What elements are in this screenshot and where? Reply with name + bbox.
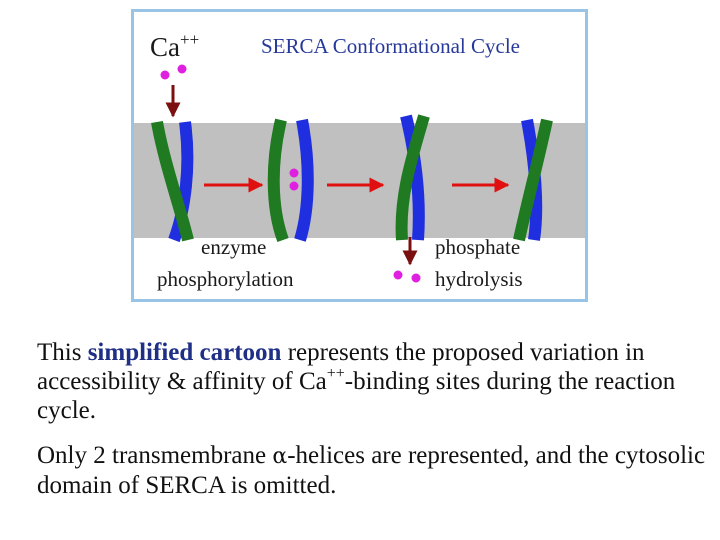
helix-green bbox=[395, 114, 430, 241]
ion-dot bbox=[160, 70, 170, 80]
ion-dot bbox=[289, 181, 299, 191]
caption-paragraph-1: This simplified cartoon represents the p… bbox=[37, 338, 707, 425]
caption-text: -binding sites during the reaction cycle… bbox=[37, 368, 676, 424]
helix-green bbox=[513, 118, 553, 242]
helix-green bbox=[151, 120, 194, 242]
caption-text: Only 2 transmembrane bbox=[37, 442, 273, 469]
label-enzyme: enzyme bbox=[201, 235, 267, 259]
caption-text: -helices are represented, and the cytoso… bbox=[37, 442, 706, 499]
diagram-graphics bbox=[134, 64, 585, 283]
helix-blue bbox=[294, 118, 314, 242]
diagram-title: SERCA Conformational Cycle bbox=[261, 34, 520, 58]
alpha-symbol: α bbox=[272, 444, 288, 469]
caption-superscript: ++ bbox=[326, 365, 345, 382]
label-phosphate: phosphate bbox=[435, 235, 521, 259]
label-hydrolysis: hydrolysis bbox=[435, 267, 523, 291]
ion-dot bbox=[177, 64, 187, 74]
caption-text: represents the proposed variation in acc… bbox=[37, 339, 645, 395]
caption: This simplified cartoon represents the p… bbox=[37, 338, 707, 516]
helix-green bbox=[267, 118, 289, 243]
caption-highlight: simplified cartoon bbox=[87, 339, 282, 366]
membrane bbox=[134, 123, 585, 238]
ion-label: Ca++ bbox=[150, 30, 200, 62]
serca-diagram: Ca++ SERCA Conformational Cycle enzyme p… bbox=[131, 9, 588, 302]
ion-charge: ++ bbox=[180, 30, 200, 49]
ion-dot bbox=[289, 168, 299, 178]
label-phosphorylation: phosphorylation bbox=[157, 267, 294, 291]
helix-blue bbox=[168, 121, 194, 243]
ion-dot bbox=[393, 270, 403, 280]
caption-paragraph-2: Only 2 transmembrane α-helices are repre… bbox=[37, 441, 707, 500]
ion-symbol: Ca bbox=[150, 32, 180, 62]
helix-blue bbox=[400, 114, 425, 241]
caption-text: This bbox=[37, 339, 88, 366]
ion-dot bbox=[411, 273, 421, 283]
